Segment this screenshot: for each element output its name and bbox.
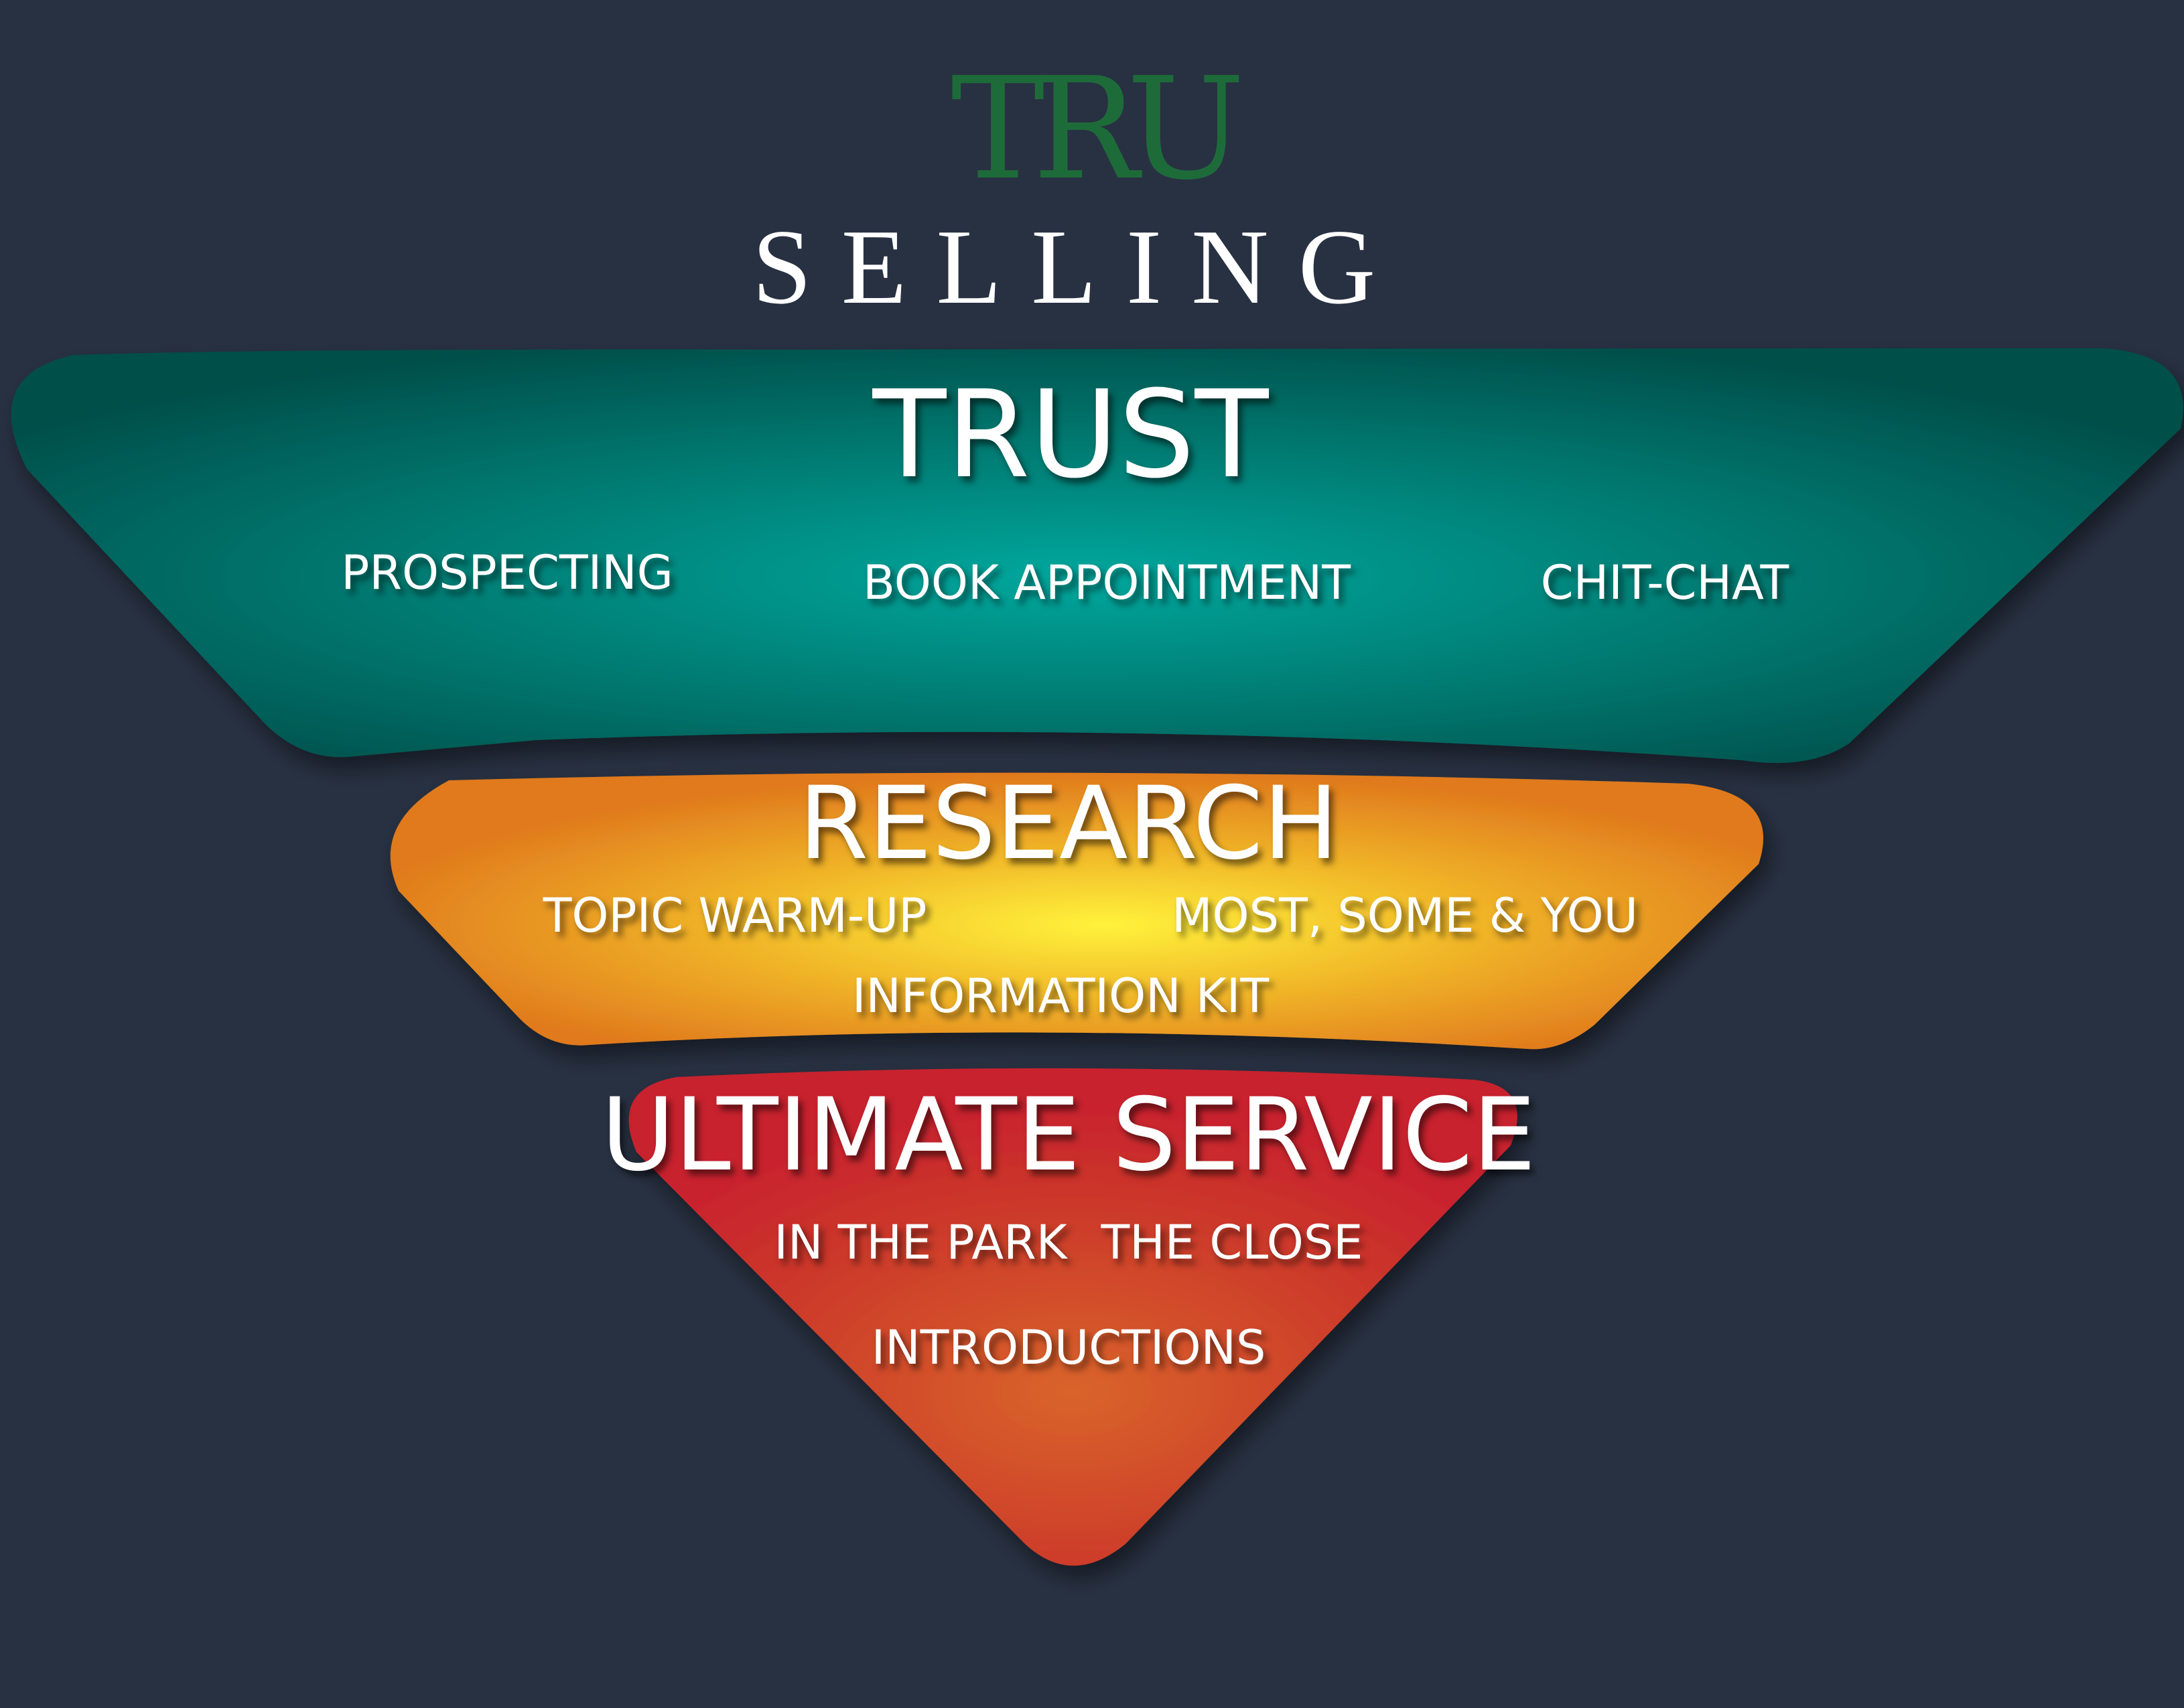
service-item-in-the-park: IN THE PARK bbox=[774, 1215, 1067, 1270]
research-item-most-some-you: MOST, SOME & YOU bbox=[1172, 888, 1638, 943]
research-item-topic-warm-up: TOPIC WARM-UP bbox=[543, 888, 927, 943]
tru-logo-mark: TRU bbox=[951, 47, 1245, 211]
trust-item-chit-chat: CHIT-CHAT bbox=[1540, 555, 1789, 610]
service-item-the-close: THE CLOSE bbox=[1101, 1215, 1363, 1270]
research-item-information-kit: INFORMATION KIT bbox=[851, 969, 1270, 1023]
selling-wordmark: SELLING bbox=[752, 207, 1406, 326]
trust-item-book-appointment: BOOK APPOINTMENT bbox=[862, 555, 1351, 610]
trust-band bbox=[11, 348, 2183, 764]
service-item-introductions: INTRODUCTIONS bbox=[871, 1320, 1266, 1375]
trust-item-prospecting: PROSPECTING bbox=[341, 545, 673, 600]
research-band bbox=[390, 772, 1763, 1050]
tier-title-ultimate-service: ULTIMATE SERVICE bbox=[601, 1077, 1536, 1194]
ultimate-service-band bbox=[628, 1068, 1517, 1566]
tier-title-research: RESEARCH bbox=[799, 766, 1339, 882]
tier-title-trust: TRUST bbox=[872, 365, 1269, 505]
